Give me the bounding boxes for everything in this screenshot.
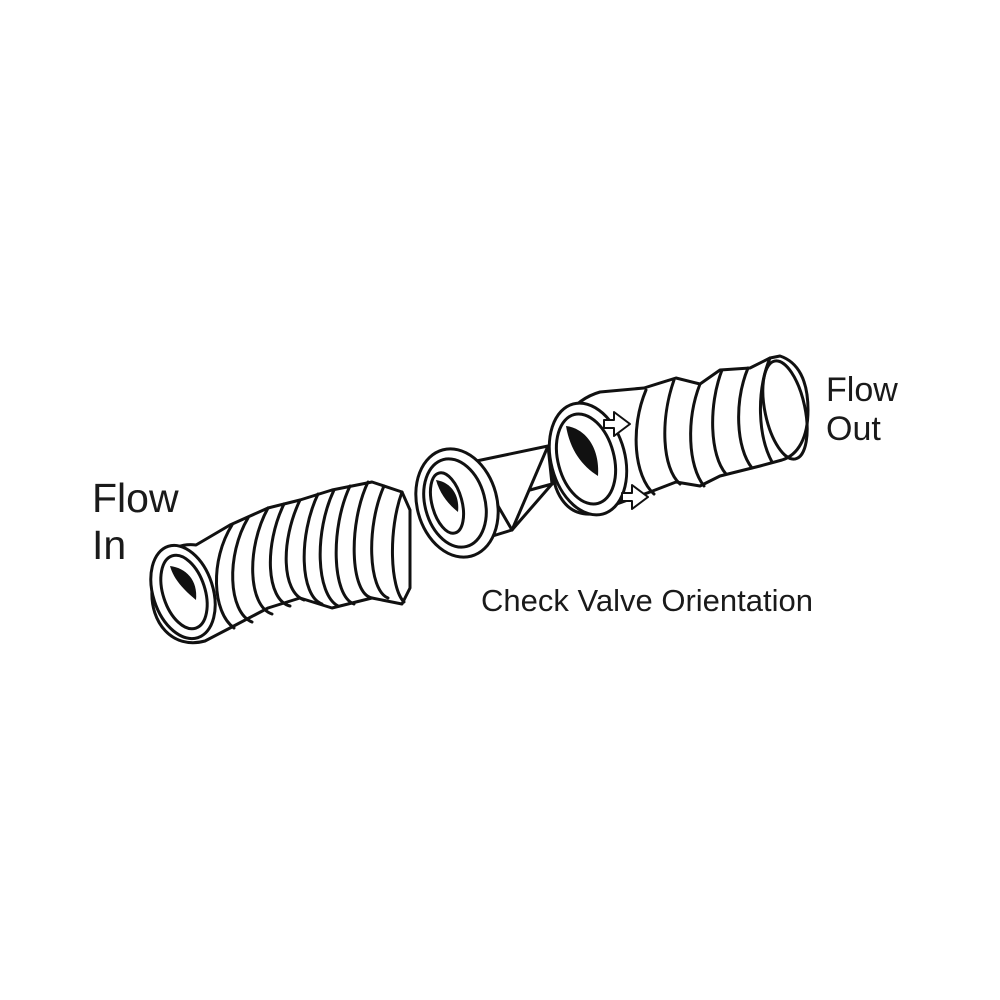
outlet-barb-fitting (547, 354, 810, 517)
flow-out-label-line2: Out (826, 410, 881, 448)
flow-in-label-line1: Flow (92, 475, 179, 521)
check-valve-insert (414, 444, 554, 559)
diagram-caption: Check Valve Orientation (481, 583, 813, 618)
inlet-barb-fitting (149, 480, 412, 645)
arrow-marker-upper (603, 411, 631, 437)
flow-in-label-line2: In (92, 522, 127, 568)
flow-out-label-line1: Flow (826, 371, 898, 409)
arrow-marker-lower (621, 484, 649, 510)
